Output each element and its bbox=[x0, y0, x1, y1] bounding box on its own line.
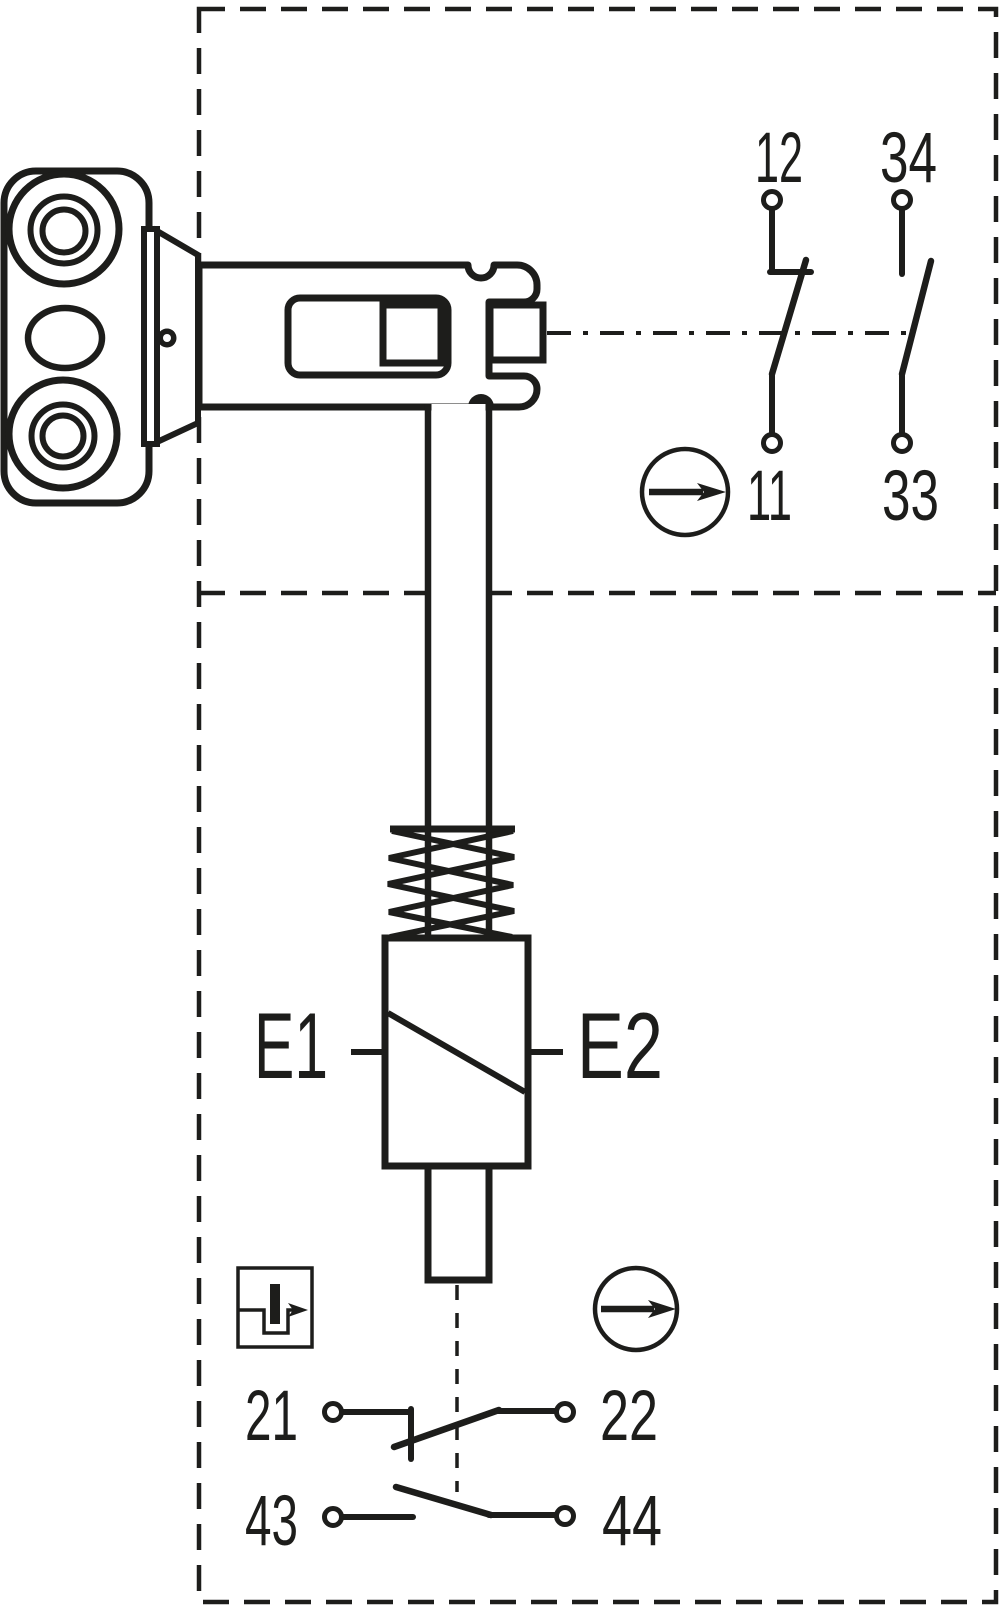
terminal-label-11: 11 bbox=[747, 457, 792, 536]
actuator-bottom-roller-mid bbox=[28, 401, 98, 471]
terminal-43-circle bbox=[322, 1506, 344, 1528]
contact34-blade bbox=[898, 257, 935, 378]
direction-arrowhead-bottom bbox=[648, 1300, 676, 1318]
terminal-34-circle bbox=[891, 189, 913, 211]
solenoid-diagonal bbox=[386, 1010, 527, 1095]
switch-head bbox=[195, 261, 547, 411]
pulse-icon bbox=[236, 1266, 314, 1349]
pulse-icon-plunger-bar bbox=[270, 1284, 280, 1324]
contact-21-22 bbox=[322, 1401, 576, 1462]
pulse-icon-arrowhead bbox=[288, 1303, 308, 1317]
switch-head-bottom-notch bbox=[468, 394, 494, 407]
terminal-33-circle bbox=[891, 432, 913, 454]
actuator-bottom-roller-outer bbox=[5, 376, 121, 492]
solenoid-label-e1: E1 bbox=[254, 993, 328, 1098]
mounting-plate-wedge bbox=[154, 225, 201, 447]
actuator-key bbox=[0, 167, 153, 507]
mounting-plate bbox=[141, 225, 201, 447]
contact-34-33 bbox=[891, 189, 935, 454]
contact12-blade bbox=[768, 256, 810, 378]
terminal-label-44: 44 bbox=[602, 1482, 662, 1561]
solenoid-label-e2: E2 bbox=[577, 993, 663, 1098]
contact-12-11 bbox=[761, 189, 814, 454]
solenoid-coil: E1 E2 bbox=[254, 934, 663, 1170]
terminal-label-34: 34 bbox=[880, 119, 937, 198]
spring-zigzag-front bbox=[387, 828, 515, 940]
return-spring bbox=[387, 825, 515, 940]
terminal-label-33: 33 bbox=[882, 457, 939, 536]
contact43-blade bbox=[392, 1483, 495, 1519]
enclosure-border-rect bbox=[196, 6, 999, 1605]
actuator-top-roller-mid bbox=[27, 193, 101, 267]
actuator-top-roller-outer bbox=[5, 170, 123, 288]
enclosure-border bbox=[196, 6, 999, 1605]
terminal-12-circle bbox=[761, 189, 783, 211]
actuator-top-roller-inner bbox=[39, 206, 89, 256]
actuation-direction-icon-top bbox=[639, 446, 731, 538]
plunger-rod-fill bbox=[431, 404, 486, 940]
head-follower-block bbox=[486, 301, 547, 364]
terminal-label-12: 12 bbox=[755, 119, 803, 198]
terminal-label-22: 22 bbox=[600, 1377, 658, 1456]
contact-43-44 bbox=[322, 1483, 576, 1528]
pulse-icon-step-line bbox=[238, 1308, 295, 1335]
terminal-label-43: 43 bbox=[245, 1482, 298, 1561]
terminal-label-21: 21 bbox=[245, 1377, 298, 1456]
terminal-11-circle bbox=[761, 432, 783, 454]
spring-zigzag-back bbox=[388, 828, 514, 940]
actuation-direction-icon-bottom bbox=[592, 1265, 680, 1353]
direction-arrowhead-top bbox=[697, 483, 726, 501]
plunger-rod bbox=[424, 404, 493, 940]
terminal-21-circle bbox=[322, 1401, 344, 1423]
actuator-center-slot bbox=[24, 304, 106, 372]
terminal-44-circle bbox=[554, 1505, 576, 1527]
actuator-bottom-roller-inner bbox=[39, 412, 87, 460]
lower-plunger-block bbox=[424, 1162, 493, 1284]
contact21-blade bbox=[390, 1406, 503, 1451]
terminal-labels: 12 34 11 33 21 22 43 44 bbox=[245, 119, 939, 1561]
head-cam-block bbox=[379, 301, 445, 367]
terminal-22-circle bbox=[554, 1401, 576, 1423]
mounting-screw-hole bbox=[163, 334, 171, 342]
